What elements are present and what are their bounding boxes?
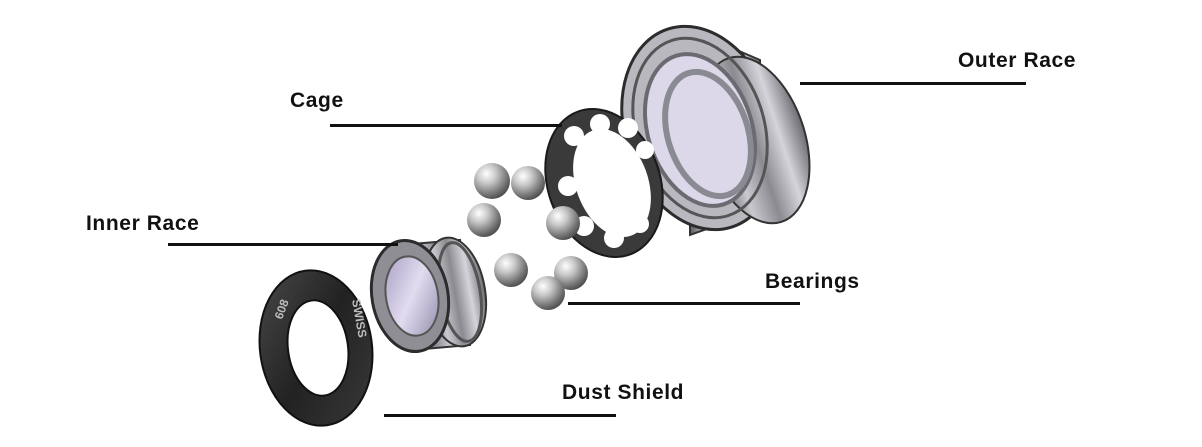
outer-race-leader	[800, 82, 1026, 85]
bearings-label: Bearings	[765, 270, 860, 293]
inner-race-part	[369, 236, 488, 354]
dust-shield-part: 608 SWISS	[258, 269, 374, 427]
dust-shield-label: Dust Shield	[562, 381, 685, 404]
shield-size-text: 608	[272, 297, 292, 321]
cage-label: Cage	[290, 89, 344, 112]
outer-race-part	[620, 24, 811, 237]
bearings-leader	[568, 302, 800, 305]
outer-race-label: Outer Race	[958, 49, 1077, 72]
bearing-balls	[467, 163, 588, 310]
inner-race-label: Inner Race	[86, 212, 200, 235]
cage-leader	[330, 124, 562, 127]
dust-shield-leader	[384, 414, 616, 417]
inner-race-leader	[168, 243, 398, 246]
shield-brand-text: SWISS	[349, 298, 370, 339]
